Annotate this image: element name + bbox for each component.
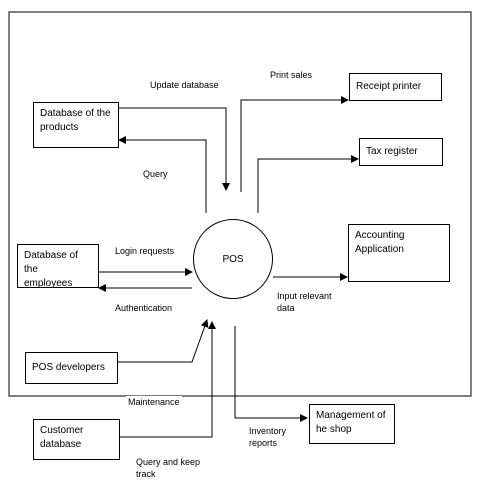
- arrow-update-database: [119, 107, 230, 191]
- system-boundary: [8, 11, 472, 397]
- process-pos-label: POS: [222, 253, 244, 265]
- label-query: Query: [143, 169, 168, 179]
- arrow-query-keep-track: [120, 321, 216, 438]
- label-print-sales: Print sales: [270, 70, 313, 80]
- entity-database-of-products: Database of the products: [33, 102, 119, 148]
- arrow-print-sales: [240, 96, 349, 192]
- arrow-inventory-reports: [234, 326, 308, 422]
- label-login-requests: Login requests: [115, 246, 175, 256]
- entity-customer-database: Customer database: [33, 419, 120, 460]
- entity-pos-developers: POS developers: [25, 352, 118, 384]
- entity-receipt-printer: Receipt printer: [349, 73, 442, 101]
- entity-database-of-employees: Database of the employees: [17, 244, 99, 289]
- arrow-tax-register: [257, 155, 359, 213]
- label-query-and-keep-track: Query and keep track: [136, 457, 201, 479]
- label-authentication: Authentication: [115, 303, 173, 313]
- arrow-query: [118, 136, 207, 213]
- arrow-maintenance: [118, 319, 209, 363]
- label-inventory-reports: Inventory reports: [249, 426, 287, 448]
- entity-management-of-shop: Management of he shop: [309, 404, 395, 444]
- label-update-database: Update database: [150, 80, 219, 90]
- process-pos: POS: [193, 219, 273, 299]
- label-input-relevant-data: Input relevant data: [277, 291, 332, 313]
- entity-accounting-application: Accounting Application: [348, 224, 450, 282]
- entity-tax-register: Tax register: [359, 138, 443, 166]
- label-maintenance: Maintenance: [126, 396, 182, 408]
